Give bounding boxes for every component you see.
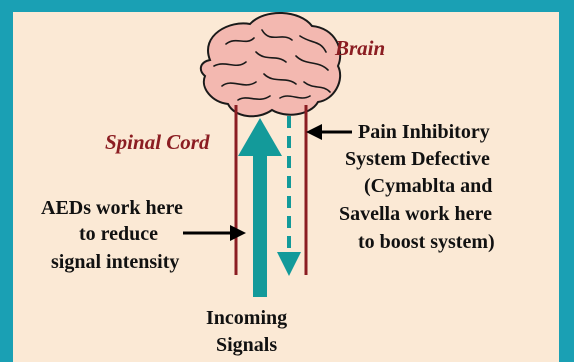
pain-inhibitory-line-1: Pain Inhibitory [358,120,490,144]
brain-label: Brain [335,36,385,60]
pain-inhibitory-line-3: (Cymablta and [364,174,492,198]
aeds-line-3: signal intensity [51,250,179,274]
incoming-signals-line-1: Incoming [206,306,287,330]
aeds-line-2: to reduce [79,222,158,246]
incoming-signal-arrow [238,118,282,297]
pain-inhibitory-line-4: Savella work here [339,202,492,226]
incoming-signals-line-2: Signals [216,333,277,357]
aeds-line-1: AEDs work here [41,196,183,220]
pain-inhibitory-line-2: System Defective [345,147,490,171]
spinal-cord-label: Spinal Cord [105,130,209,154]
inhibitory-signal-arrow [277,116,301,276]
pain-inhibitory-line-5: to boost system) [358,230,495,254]
pain-inhibitory-pointer-arrow [306,124,352,140]
brain-icon [201,13,340,116]
